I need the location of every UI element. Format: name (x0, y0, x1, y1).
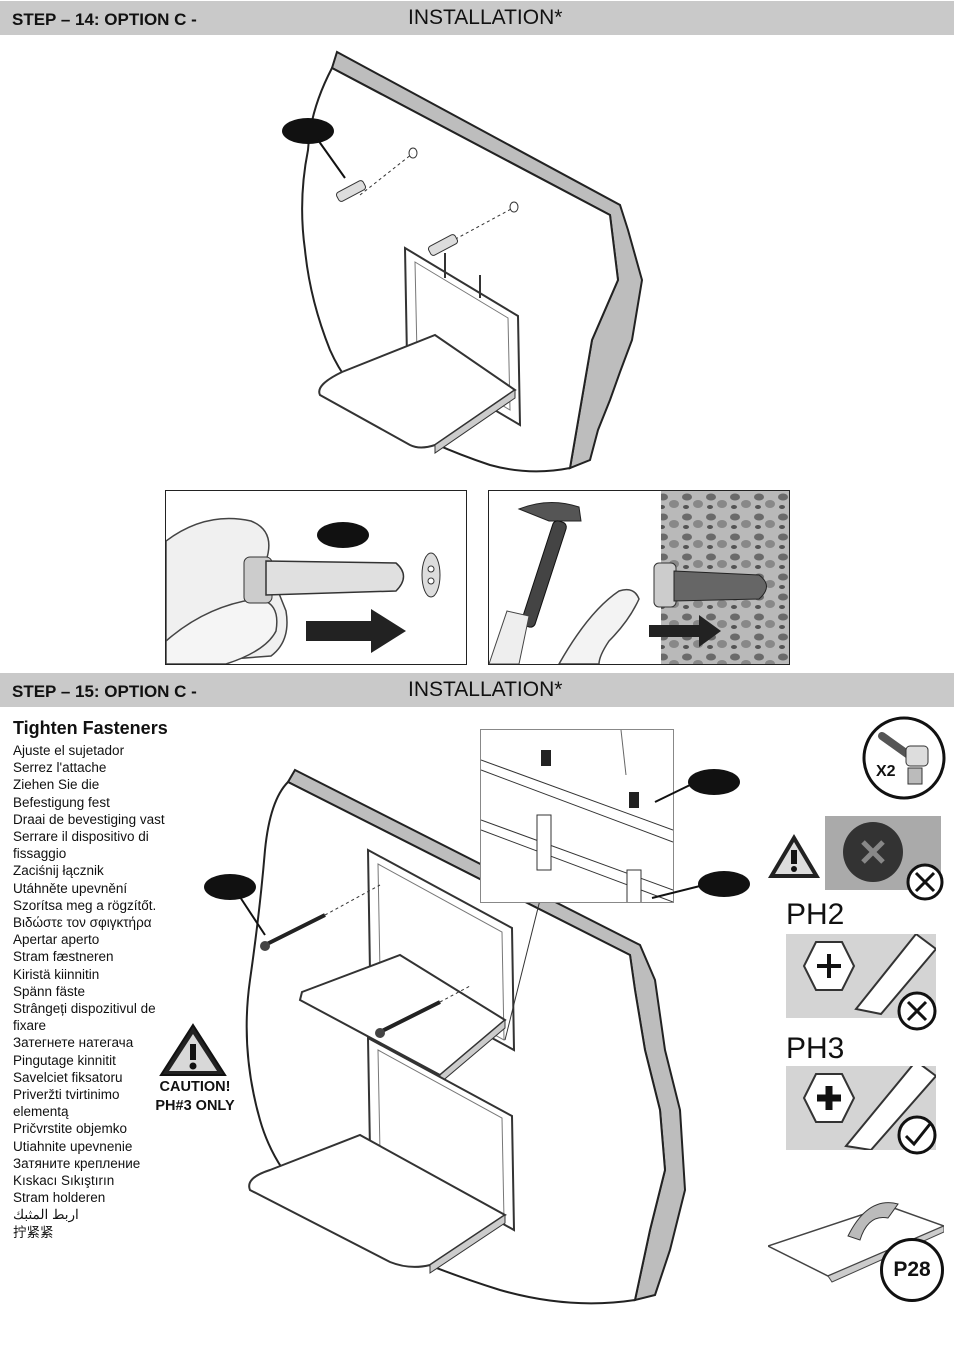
list-item: Ajuste el sujetador (13, 743, 125, 758)
callout-marker-4 (698, 871, 750, 897)
step14-wall-illustration (301, 50, 644, 473)
check-circle-icon (897, 1115, 937, 1155)
step14-label: STEP – 14: OPTION C - (12, 10, 197, 29)
list-item: Stram holderen (13, 1190, 106, 1206)
step15-label: STEP – 15: OPTION C - (12, 682, 197, 701)
list-item: elementą (13, 1104, 69, 1120)
list-item: Savelciet fiksatoru (13, 1069, 123, 1085)
insert-anchor-panel (165, 490, 467, 665)
list-item: Utiahnite upevnenie (13, 1138, 133, 1154)
hammer-icon (489, 502, 582, 664)
list-item: Stram fæstneren (13, 949, 114, 965)
list-item: اربط المثبك (13, 1207, 79, 1223)
warning-icon (768, 834, 820, 878)
anchor-1 (335, 180, 367, 202)
callout-leader-2 (239, 896, 266, 936)
callout-leaders-detail (651, 784, 701, 899)
list-item: Draai de bevestiging vast (13, 811, 165, 827)
callout-marker-1 (282, 118, 334, 144)
caution-note: CAUTION! PH#3 ONLY (146, 1078, 244, 1116)
hex-key-icon (862, 716, 946, 800)
hammer-illustration (489, 491, 789, 664)
arrow-icon (306, 609, 406, 653)
caution-detail: PH#3 ONLY (155, 1098, 235, 1114)
callout-marker-2 (204, 874, 256, 900)
detail-zoom-panel (480, 729, 674, 903)
list-item: Затяните крепление (13, 1155, 141, 1171)
list-item: Priveržti tvirtinimo (13, 1087, 120, 1103)
list-item: Kiristä kiinnitin (13, 966, 100, 982)
ph2-label: PH2 (786, 898, 845, 931)
list-item: Utáhněte upevnění (13, 880, 128, 896)
list-item: fissaggio (13, 846, 67, 862)
step15-title: INSTALLATION* (408, 678, 563, 701)
quantity-label: X2 (876, 763, 896, 780)
list-item: Ziehen Sie die (13, 777, 100, 793)
ph2-bit (786, 932, 938, 1018)
list-item: Pričvrstite objemko (13, 1121, 128, 1137)
hand-anchor-illustration (166, 517, 441, 664)
cross-circle-icon (897, 991, 937, 1031)
list-item: Serrare il dispositivo di (13, 829, 149, 845)
ph3-label: PH3 (786, 1032, 845, 1065)
ph3-bit (786, 1059, 938, 1152)
list-item: Serrez l'attache (13, 760, 107, 776)
list-item: Затегнете натегача (13, 1035, 134, 1051)
warning-icon (159, 1023, 227, 1076)
list-item: Apertar aperto (13, 932, 100, 948)
caution-title: CAUTION! (159, 1079, 231, 1095)
instructions-heading: Tighten Fasteners (13, 718, 168, 738)
list-item: Befestigung fest (13, 794, 110, 810)
callout-marker-3 (688, 769, 740, 795)
list-item: Βιδώστε τον σφιγκτήρα (13, 915, 152, 931)
screw-photo (825, 816, 941, 890)
instructions-list: Tighten Fasteners Ajuste el sujetador Se… (13, 718, 193, 1241)
step15-header: STEP – 15: OPTION C - INSTALLATION* (0, 673, 954, 707)
phillips-bit-icon (802, 932, 938, 1016)
page-number-badge: P28 (880, 1238, 944, 1302)
screw-head-icon (843, 822, 903, 882)
cross-circle-icon (906, 863, 944, 901)
list-item: 拧紧紧 (13, 1224, 54, 1240)
list-item: fixare (13, 1018, 47, 1034)
list-item: Kıskacı Sıkıştırın (13, 1173, 115, 1189)
list-item: Spänn fäste (13, 983, 86, 999)
step14-header: STEP – 14: OPTION C - INSTALLATION* (0, 1, 954, 35)
phillips-bit-icon (802, 1059, 938, 1152)
list-item: Szorítsa meg a rögzítőt. (13, 897, 157, 913)
list-item: Zaciśnij łącznik (13, 863, 104, 879)
list-item: Pingutage kinnitit (13, 1052, 116, 1068)
callout-leader-1 (317, 139, 346, 179)
step14-title: INSTALLATION* (408, 6, 563, 29)
list-item: Strângeți dispozitivul de (13, 1001, 156, 1017)
hammer-anchor-panel (488, 490, 790, 665)
detail-illustration (481, 730, 673, 902)
